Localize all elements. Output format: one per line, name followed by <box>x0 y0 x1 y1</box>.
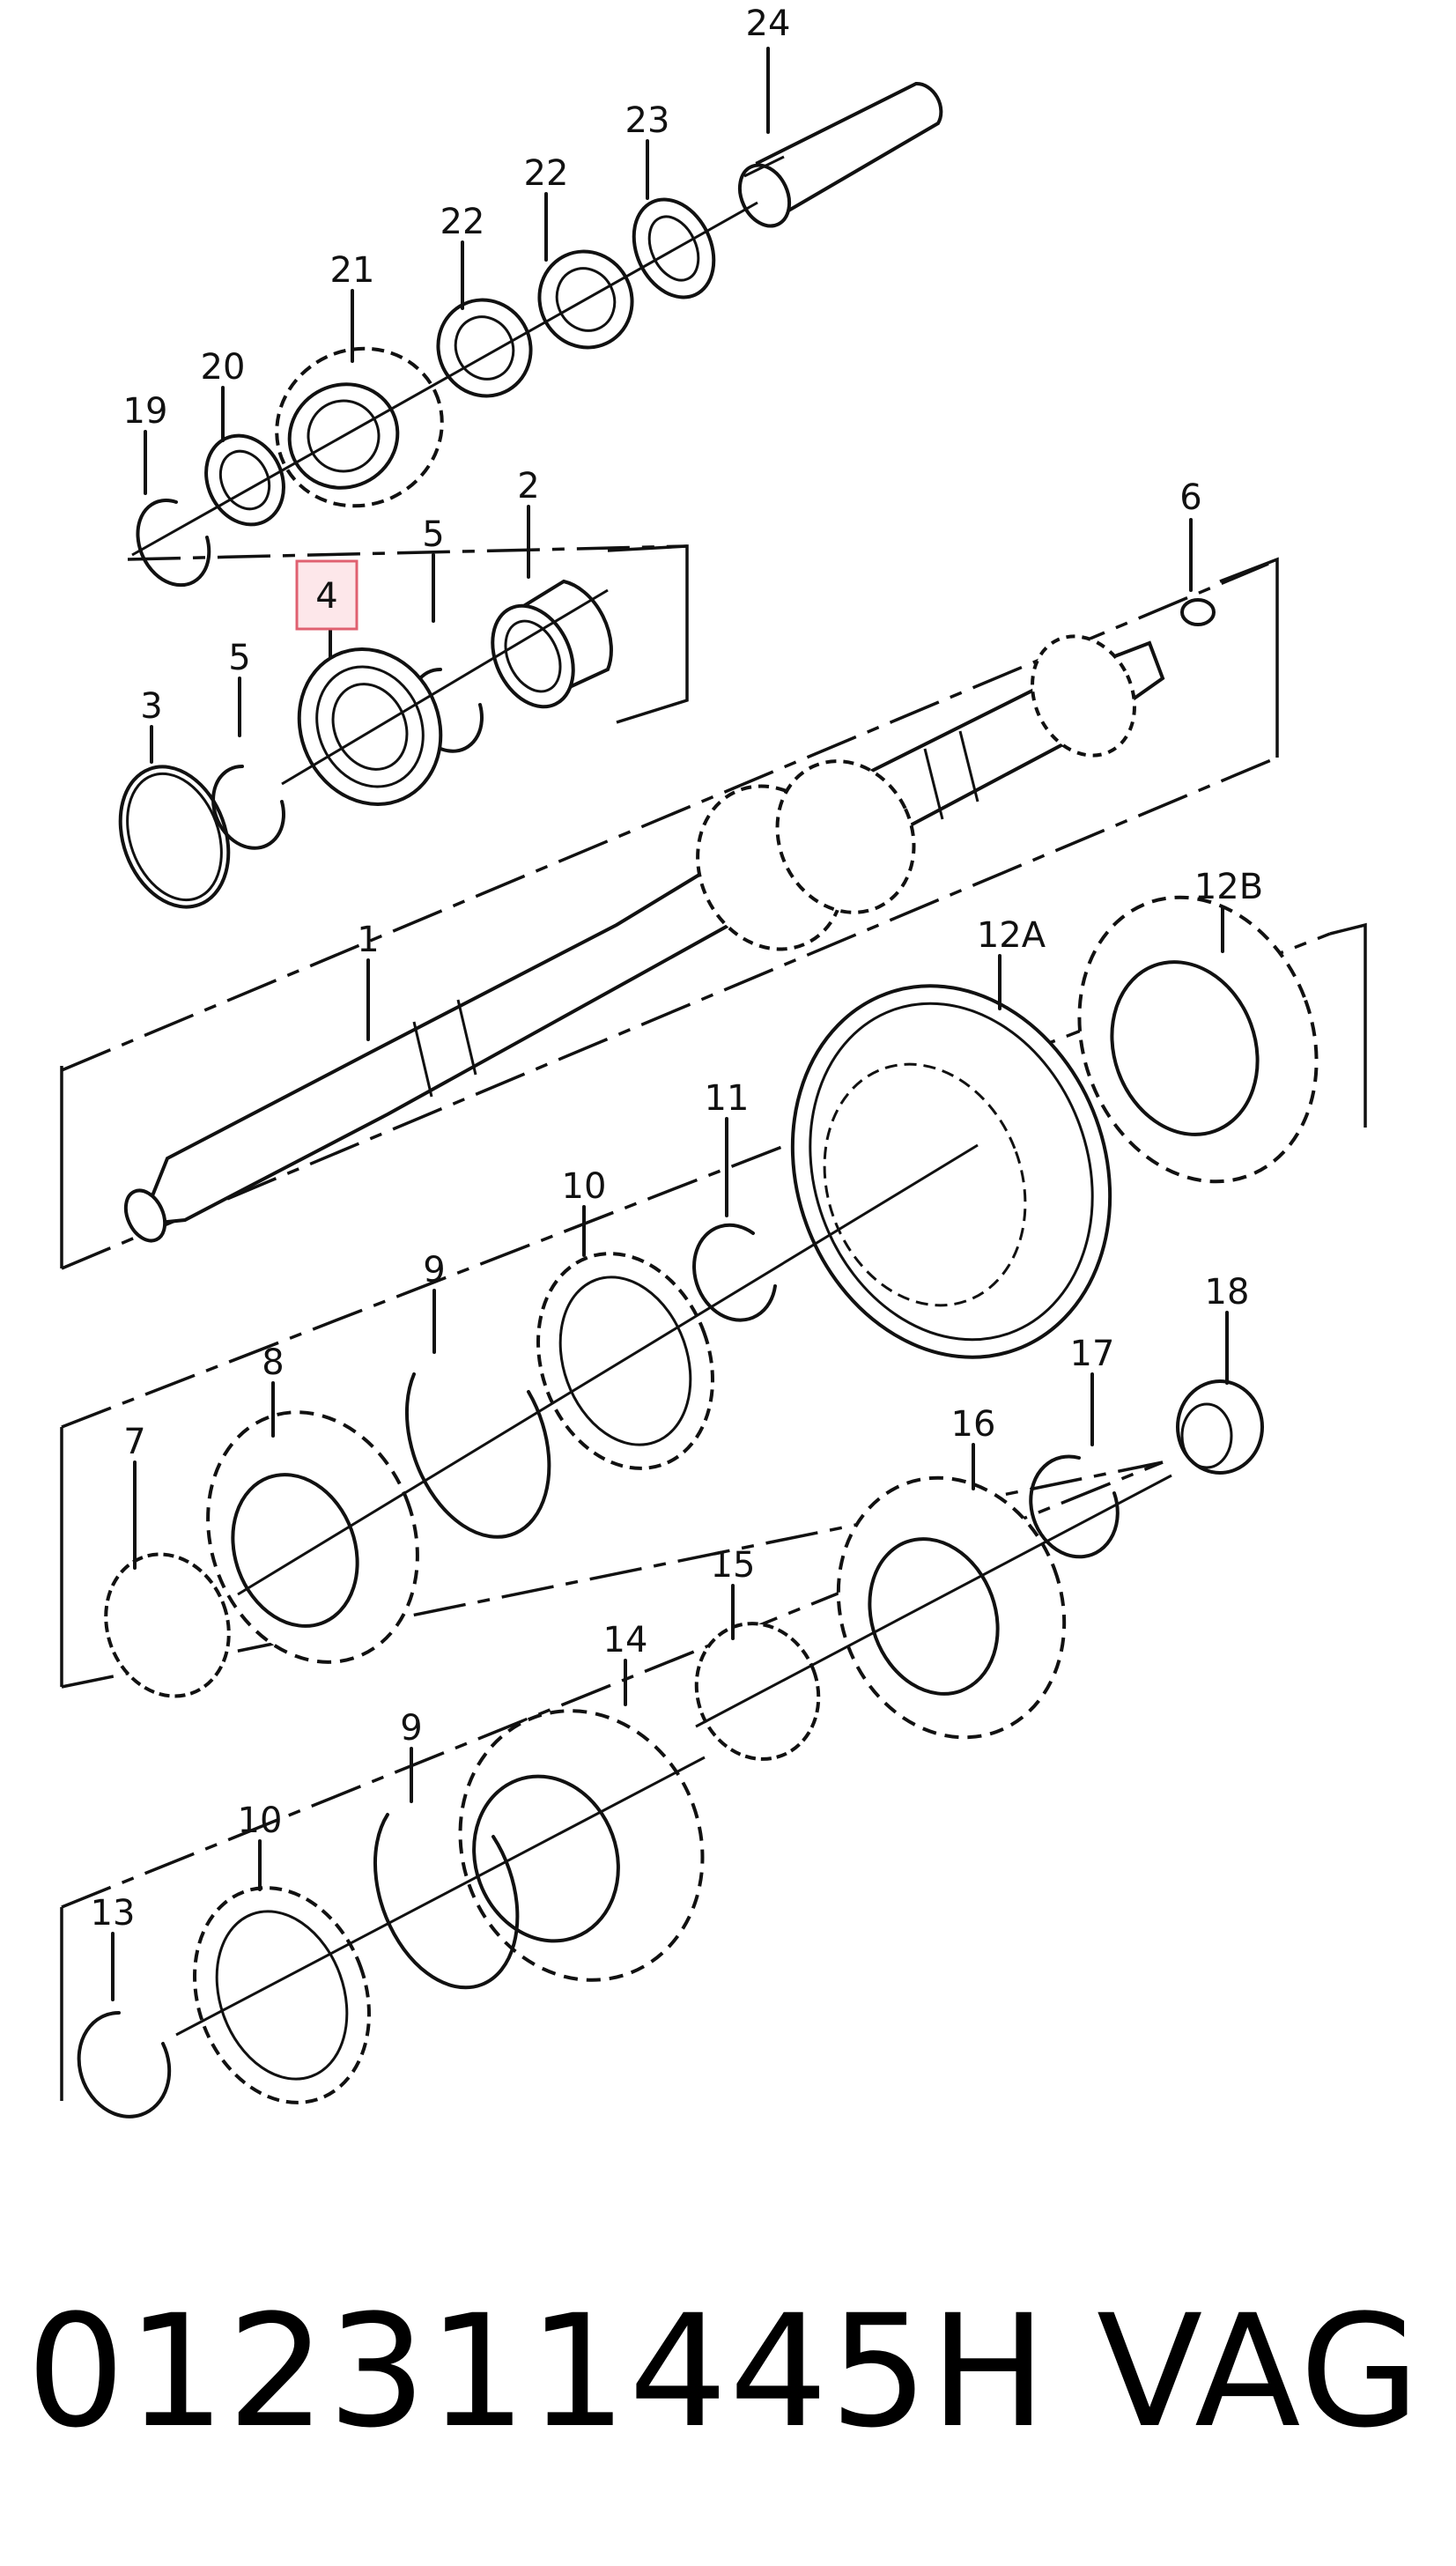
part-number-footer: 012311445H VAG <box>26 2281 1436 2462</box>
label-14[interactable]: 14 <box>603 1620 648 1660</box>
label-9a[interactable]: 9 <box>423 1250 445 1290</box>
label-5b[interactable]: 5 <box>228 638 250 678</box>
label-7[interactable]: 7 <box>123 1422 145 1462</box>
highlight-box <box>295 559 358 631</box>
label-12B[interactable]: 12B <box>1194 867 1263 907</box>
part-15-needle-bearing <box>694 1584 821 1761</box>
label-15[interactable]: 15 <box>711 1545 756 1586</box>
label-12A[interactable]: 12A <box>977 915 1046 956</box>
part-11-circlip <box>692 1117 777 1322</box>
part-24-pin <box>737 47 943 228</box>
axis-line-bottom <box>175 1756 706 2037</box>
label-10b[interactable]: 10 <box>238 1801 283 1841</box>
part-9-spring-b <box>373 1747 520 1990</box>
label-10a[interactable]: 10 <box>562 1166 607 1207</box>
label-9b[interactable]: 9 <box>400 1708 422 1749</box>
part-13-circlip <box>77 1932 172 2119</box>
part-12B-gear <box>1077 895 1319 1184</box>
part-labels: 4 24 23 22 22 21 20 19 2 5 5 3 6 1 12B 1… <box>91 4 1264 1934</box>
label-23[interactable]: 23 <box>625 100 670 141</box>
label-24[interactable]: 24 <box>746 4 791 44</box>
label-20[interactable]: 20 <box>201 347 246 388</box>
label-4[interactable]: 4 <box>315 576 337 617</box>
part-10-synchro-ring-b <box>193 1839 371 2104</box>
part-6-pin <box>1180 518 1216 626</box>
label-21[interactable]: 21 <box>330 250 375 291</box>
label-1[interactable]: 1 <box>357 920 379 960</box>
part-number: 012311445H <box>26 2281 1049 2462</box>
part-19-circlip <box>136 430 211 588</box>
axis-line-bearing <box>281 588 609 786</box>
label-17[interactable]: 17 <box>1070 1334 1115 1374</box>
axis-line-right <box>695 1474 1172 1728</box>
part-1-main-shaft <box>123 634 1165 1243</box>
label-19[interactable]: 19 <box>123 391 168 432</box>
label-6[interactable]: 6 <box>1179 477 1201 518</box>
label-13[interactable]: 13 <box>91 1893 136 1934</box>
part-18-bushing <box>1176 1311 1264 1475</box>
part-14-gear <box>458 1659 705 1982</box>
label-22b[interactable]: 22 <box>440 202 485 242</box>
part-12A-sleeve <box>790 954 1112 1359</box>
label-3[interactable]: 3 <box>140 686 162 727</box>
part-17-circlip <box>1029 1372 1120 1559</box>
axis-line-middle <box>237 1143 979 1596</box>
part-9-spring-a <box>404 1289 551 1539</box>
part-16-gear <box>836 1443 1067 1740</box>
label-11[interactable]: 11 <box>705 1078 750 1119</box>
part-23-thrust-washer <box>632 139 716 299</box>
part-10-synchro-ring-a <box>536 1205 714 1470</box>
part-2-needle-bearing <box>491 505 613 709</box>
label-18[interactable]: 18 <box>1205 1272 1250 1313</box>
part-5-circlip-b <box>211 677 285 850</box>
part-8-gear <box>206 1381 419 1664</box>
part-3-o-ring <box>118 725 231 909</box>
label-2[interactable]: 2 <box>517 466 539 507</box>
axis-line-top <box>131 201 758 557</box>
label-22a[interactable]: 22 <box>524 153 569 194</box>
part-4-ball-bearing <box>297 624 443 806</box>
label-16[interactable]: 16 <box>951 1404 996 1445</box>
brand-name: VAG <box>1097 2281 1422 2462</box>
part-22-needle-bearing-a <box>537 192 634 350</box>
label-5a[interactable]: 5 <box>422 514 444 555</box>
part-7-needle-bearing <box>104 1460 231 1698</box>
group-frame-top <box>127 544 689 724</box>
label-8[interactable]: 8 <box>262 1342 284 1383</box>
part-22-needle-bearing-b <box>436 240 533 398</box>
